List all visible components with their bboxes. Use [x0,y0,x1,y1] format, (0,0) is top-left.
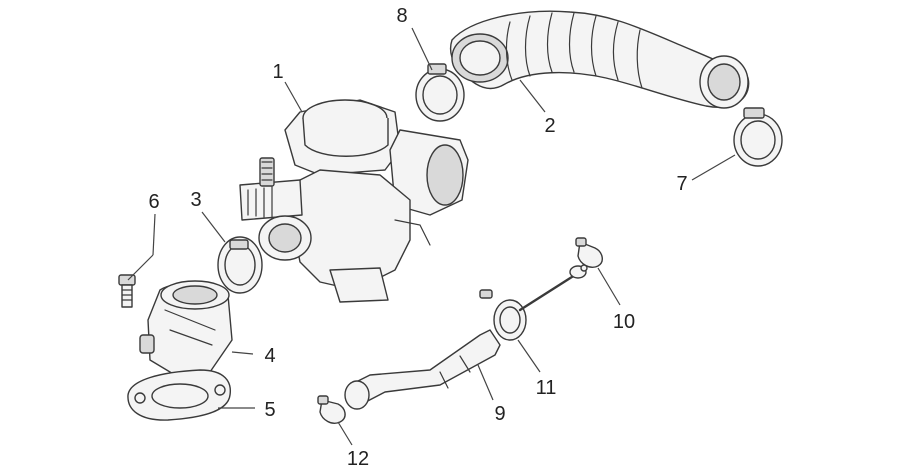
gasket [127,369,232,421]
callout-7: 7 [676,173,687,195]
hose-clamp-upper [415,63,465,122]
callout-11: 11 [536,377,557,399]
callout-labels: 1 2 3 4 5 6 7 8 9 10 11 12 [148,5,687,468]
callout-5: 5 [264,399,275,421]
leader-lines [127,27,736,446]
bolt [118,274,136,308]
hose-clamp-left [217,236,263,294]
callout-10: 10 [613,311,635,333]
rod-fitting [518,264,588,312]
callout-1: 1 [272,61,283,83]
callout-9: 9 [494,403,505,425]
carburetor [239,99,469,303]
callout-12: 12 [347,448,369,468]
breather-hose [344,329,501,410]
intake-duct [449,10,750,109]
callout-3: 3 [190,189,201,211]
callout-4: 4 [264,345,275,367]
hose-clamp-mid [479,289,527,341]
small-clamp-left [317,395,346,424]
hose-clamp-right [733,107,783,167]
intake-manifold [139,280,233,379]
callout-2: 2 [544,115,555,137]
callout-6: 6 [148,191,159,213]
small-clamp-right [575,237,603,268]
callout-8: 8 [396,5,407,27]
